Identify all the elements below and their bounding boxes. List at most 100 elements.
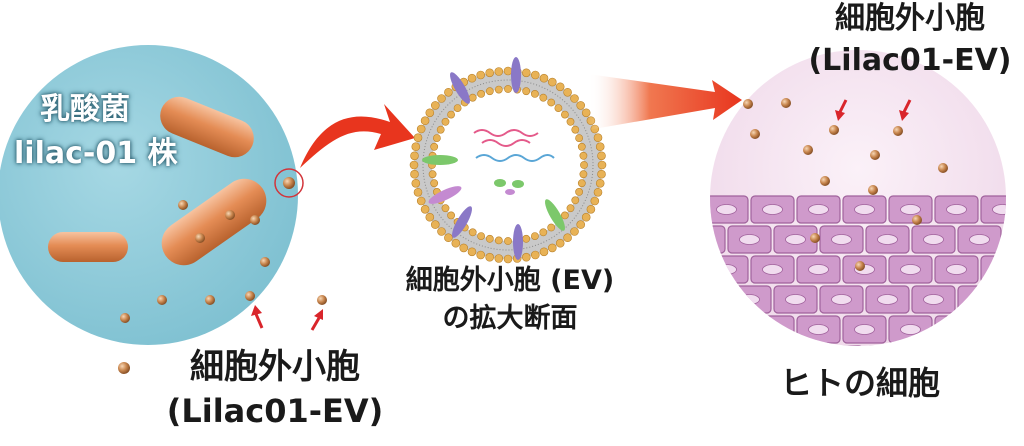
highlighted-ev-ring (274, 168, 304, 198)
cell-nucleus (946, 264, 967, 275)
lipid-head (468, 228, 477, 237)
lipid-head (476, 70, 486, 80)
lipid-head (416, 124, 426, 134)
lipid-head (586, 205, 596, 214)
human-cells-label: ヒトの細胞 (779, 364, 940, 402)
human-cell (659, 256, 702, 283)
cell-nucleus (716, 324, 737, 335)
lipid-head (503, 254, 513, 264)
lipid-head (504, 85, 512, 93)
lipid-head (477, 232, 485, 240)
lipid-head (590, 196, 600, 206)
funnel-arrow (588, 74, 742, 130)
lipid-head (447, 211, 455, 220)
cell-nucleus (739, 234, 760, 245)
lipid-head (411, 179, 421, 188)
cell-nucleus (992, 324, 1006, 335)
lipid-head (539, 228, 548, 237)
lipid-head (570, 227, 579, 236)
bacterium-rod (48, 232, 128, 262)
lipid-outer-layer (409, 66, 607, 264)
lipid-head (447, 110, 455, 119)
lipid-head (494, 67, 504, 76)
lipid-head (467, 247, 477, 257)
cell-nucleus (671, 265, 691, 275)
lipid-head (485, 234, 494, 243)
cell-nucleus (740, 355, 760, 365)
lipid-head (522, 87, 531, 96)
lipid-head (576, 101, 586, 110)
cell-nucleus (854, 324, 875, 335)
lipid-head (430, 101, 440, 110)
cell-nucleus (716, 204, 737, 215)
lipid-head (547, 98, 556, 107)
cell-nucleus (1016, 355, 1024, 365)
lipid-head (459, 243, 469, 253)
lipid-head (547, 243, 557, 253)
lipid-head (561, 211, 569, 220)
lipid-head (593, 133, 603, 142)
lipid-head (575, 187, 583, 196)
cell-nucleus (739, 294, 760, 305)
cell-nucleus (900, 204, 921, 215)
cell-nucleus (923, 294, 944, 305)
lipid-head (425, 108, 435, 118)
human-cell (1003, 225, 1006, 254)
lipid-head (467, 73, 477, 83)
bacteria-name-line1: 乳酸菌 (40, 92, 130, 127)
cell-nucleus (808, 324, 829, 335)
human-cell (1003, 345, 1006, 346)
lipid-head (539, 73, 549, 83)
lipid-head (530, 250, 540, 260)
lipid-head (566, 117, 575, 126)
lipid-head (571, 125, 580, 134)
highlighted-ev-dot (283, 177, 295, 189)
cell-nucleus (716, 264, 737, 275)
bacteria-panel (0, 45, 327, 374)
cell-nucleus (970, 355, 990, 365)
cell-nucleus (808, 204, 829, 215)
ev-cross-section-line2: の拡大断面 (442, 303, 578, 334)
bacterium-rod (161, 178, 267, 266)
lipid-head (597, 169, 606, 179)
lipid-head (477, 90, 485, 98)
ev-cross-section-line1: 細胞外小胞 (EV) (405, 265, 615, 296)
lipid-head (420, 205, 430, 214)
cell-nucleus (992, 204, 1006, 215)
human-ev-line1: 細胞外小胞 (835, 1, 985, 36)
lipid-head (577, 142, 586, 151)
lipid-head (409, 160, 419, 170)
human-cell (710, 345, 726, 346)
lipid-head (579, 151, 588, 160)
cell-nucleus (992, 264, 1006, 275)
lipid-head (411, 142, 421, 151)
cell-nucleus (671, 325, 691, 335)
lipid-head (444, 233, 453, 242)
lipid-head (485, 68, 495, 78)
human-ev-line2: (Lilac01-EV) (808, 43, 1012, 78)
lipid-head (547, 77, 557, 87)
human-cell (750, 315, 795, 344)
lipid-head (576, 220, 586, 229)
lipid-head (503, 66, 513, 76)
cell-nucleus (900, 324, 921, 335)
human-cell (710, 225, 726, 254)
lipid-head (413, 188, 423, 197)
cell-nucleus (710, 294, 714, 305)
lipid-head (494, 236, 503, 245)
cell-nucleus (831, 294, 852, 305)
lipid-head (468, 93, 477, 102)
cell-nucleus (946, 324, 967, 335)
cell-nucleus (969, 294, 990, 305)
cell-nucleus (969, 234, 990, 245)
cell-nucleus (762, 204, 783, 215)
cell-nucleus (785, 294, 806, 305)
lipid-head (580, 161, 588, 169)
ev-dots-left (120, 200, 327, 323)
cell-nucleus (900, 264, 921, 275)
lipid-head (539, 93, 548, 102)
lipid-head (595, 179, 605, 188)
lipid-head (410, 151, 419, 161)
lipid-head (579, 170, 588, 179)
lipid-head (441, 117, 450, 126)
